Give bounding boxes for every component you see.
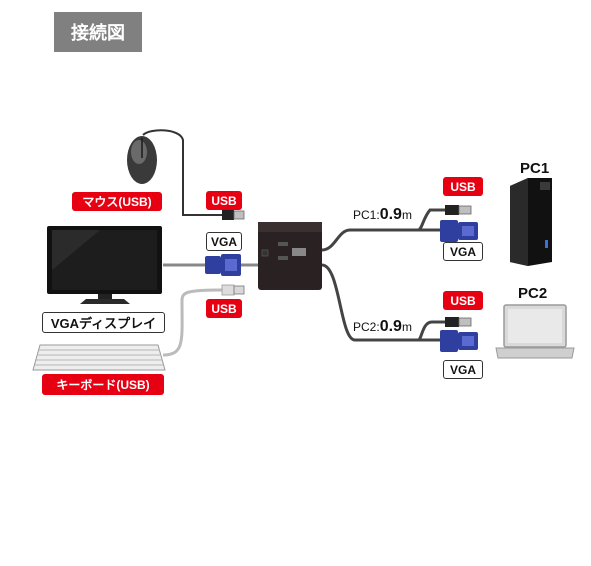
pc1-cable bbox=[321, 208, 445, 252]
pc2-usb-label: USB bbox=[443, 291, 483, 310]
pc1-usb-connector bbox=[445, 205, 472, 215]
pc2-cable-prefix: PC2: bbox=[353, 320, 380, 334]
usb-label-top: USB bbox=[206, 191, 242, 210]
monitor-icon bbox=[47, 226, 162, 304]
pc1-vga-label: VGA bbox=[443, 242, 483, 261]
keyboard-label: キーボード(USB) bbox=[42, 374, 164, 395]
vga-label-left: VGA bbox=[206, 232, 242, 251]
usb-connector-top bbox=[222, 210, 245, 220]
pc1-vga-connector bbox=[440, 220, 478, 242]
pc2-cable-value: 0.9 bbox=[379, 318, 402, 335]
mouse-cable bbox=[142, 129, 222, 216]
pc2-laptop-icon bbox=[495, 304, 575, 359]
pc1-cable-length: PC1:0.9m bbox=[353, 206, 412, 224]
usb-connector-bottom bbox=[221, 284, 245, 296]
pc2-vga-label: VGA bbox=[443, 360, 483, 379]
keyboard-cable bbox=[162, 288, 223, 357]
mouse-icon bbox=[127, 136, 157, 184]
pc2-vga-connector bbox=[440, 330, 478, 352]
mouse-label: マウス(USB) bbox=[72, 192, 162, 211]
pc2-cable-length: PC2:0.9m bbox=[353, 318, 412, 336]
pc2-cable-unit: m bbox=[401, 320, 412, 334]
pc1-cable-unit: m bbox=[401, 208, 412, 222]
pc2-name: PC2 bbox=[518, 285, 548, 302]
pc1-usb-label: USB bbox=[443, 177, 483, 196]
usb-label-bottom: USB bbox=[206, 299, 242, 318]
pc1-cable-prefix: PC1: bbox=[353, 208, 380, 222]
pc2-usb-connector bbox=[445, 317, 472, 327]
pc1-cable-value: 0.9 bbox=[379, 206, 402, 223]
pc1-name: PC1 bbox=[520, 160, 550, 177]
keyboard-icon bbox=[32, 344, 166, 371]
monitor-label: VGAディスプレイ bbox=[42, 312, 165, 333]
kvm-switch-icon bbox=[258, 222, 322, 290]
pc1-tower-icon bbox=[510, 178, 552, 266]
diagram-title: 接続図 bbox=[54, 12, 142, 52]
pc2-cable bbox=[321, 263, 445, 342]
vga-connector-left bbox=[205, 254, 241, 276]
